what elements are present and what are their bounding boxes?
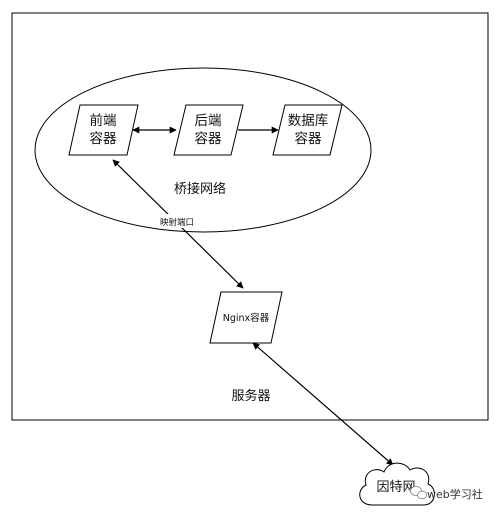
nginx-container: Nginx容器 — [209, 291, 283, 344]
server-box — [11, 12, 489, 421]
nginx-internet-arrow — [252, 342, 394, 466]
frontend-label-line2: 容器 — [90, 130, 117, 147]
database-container: 数据库 容器 — [272, 104, 343, 156]
frontend-label-line1: 前端 — [90, 112, 117, 129]
nginx-label: Nginx容器 — [223, 312, 270, 324]
backend-label-line2: 容器 — [195, 130, 222, 147]
port-mapping-label: 映射端口 — [160, 217, 194, 228]
database-label-line2: 容器 — [295, 130, 322, 147]
port-mapping-label-bg — [156, 214, 198, 228]
database-shape — [272, 104, 343, 156]
backend-label-line1: 后端 — [195, 113, 222, 129]
wechat-icon — [410, 485, 428, 500]
server-label: 服务器 — [231, 388, 270, 404]
internet-label: 因特网 — [376, 480, 415, 495]
bridge-network-label: 桥接网络 — [174, 181, 226, 197]
database-label-line1: 数据库 — [288, 113, 329, 129]
frontend-container: 前端 容器 — [68, 104, 139, 156]
backend-shape — [173, 104, 244, 156]
frontend-shape — [68, 104, 139, 156]
watermark-text: web学习社 — [427, 487, 483, 501]
watermark: web学习社 — [410, 485, 483, 501]
backend-container: 后端 容器 — [173, 104, 244, 156]
